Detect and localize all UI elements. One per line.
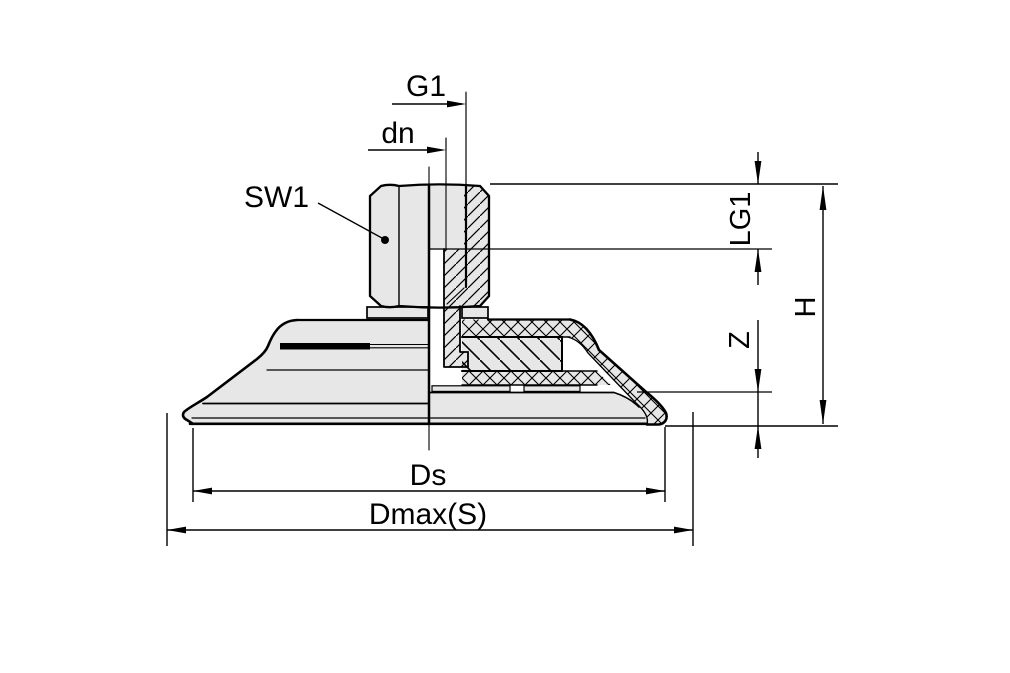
thread-cone-line <box>446 287 465 305</box>
dimension-g1 <box>392 93 467 186</box>
elastomer-band-bottom <box>461 370 598 386</box>
dimensions <box>166 93 838 546</box>
label-z: Z <box>724 331 756 349</box>
label-lg1: LG1 <box>725 192 757 247</box>
cleat-right <box>523 385 581 392</box>
suction-cup-body <box>183 186 667 425</box>
washer-left-fill <box>367 307 428 318</box>
lip-top-line <box>428 391 640 408</box>
groove-band <box>280 343 370 350</box>
label-g1: G1 <box>406 70 446 103</box>
bell-outer-curve <box>568 318 668 426</box>
label-ds: Ds <box>410 459 447 492</box>
elastomer-top-band-hatch <box>462 319 570 337</box>
dimension-ds <box>192 427 666 502</box>
cup-right-lip-fill <box>429 392 648 424</box>
dimension-labels: G1 dn SW1 LG1 Z H Ds Dmax(S) <box>244 70 822 531</box>
elastomer-lower-band-hatch <box>462 371 611 385</box>
washer-right-fill <box>462 307 488 318</box>
cup-left-profile <box>181 318 299 426</box>
bell-wall-hatch <box>568 319 667 425</box>
air-passage <box>429 250 444 368</box>
cleat-left <box>431 385 511 392</box>
leader-sw1 <box>317 202 389 244</box>
label-dmax: Dmax(S) <box>369 498 487 531</box>
cup-left-outline-fill <box>183 320 429 424</box>
bell-inner-curve <box>567 336 649 425</box>
groove-thin-lines <box>369 343 430 349</box>
washer-right-outline <box>461 306 489 319</box>
label-sw1: SW1 <box>244 181 309 214</box>
stem-outline <box>443 248 469 368</box>
dimension-lg1-z <box>429 152 838 458</box>
label-dn: dn <box>381 117 414 150</box>
dimension-h <box>819 186 827 424</box>
dimension-dn <box>368 138 447 154</box>
part-outlines <box>181 91 668 451</box>
insert-hatch <box>462 337 562 371</box>
dimension-dmax <box>166 412 694 546</box>
label-h: H <box>790 297 822 318</box>
